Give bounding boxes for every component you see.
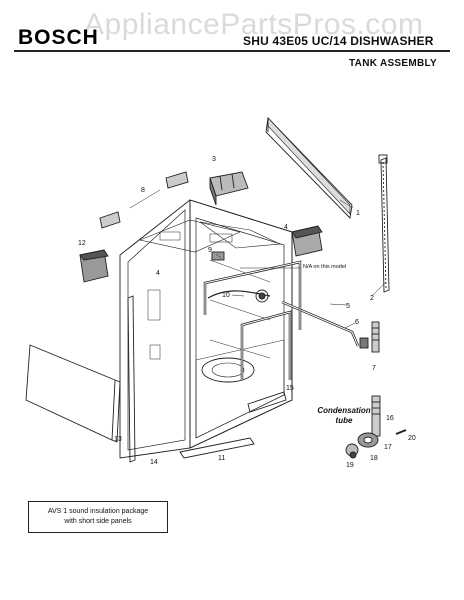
model-title: SHU 43E05 UC/14 DISHWASHER <box>243 34 434 48</box>
condensation-tube-label: Condensation tube <box>317 406 371 425</box>
callout-20: 20 <box>408 435 416 442</box>
callout-11: 11 <box>218 455 225 462</box>
callout-7: 7 <box>372 365 376 372</box>
part-9-clip <box>211 251 225 261</box>
brand-logo: BOSCH <box>18 26 99 49</box>
note-box: AVS 1 sound insulation package with shor… <box>28 501 168 533</box>
part-7-connector <box>371 321 380 353</box>
callout-10: 10 <box>222 292 230 299</box>
callout-12: 12 <box>78 240 86 247</box>
callout-19: 19 <box>346 462 354 469</box>
note-line-2: with short side panels <box>64 518 132 525</box>
part-16-tube <box>371 395 381 437</box>
callout-4-b: 4 <box>156 270 160 277</box>
part-11-rail <box>179 391 287 459</box>
callout-6: 6 <box>355 319 359 326</box>
callout-8: 8 <box>141 187 145 194</box>
callout-5: 5 <box>346 303 350 310</box>
part-14-strip <box>127 295 136 463</box>
callout-16: 16 <box>386 415 394 422</box>
part-5-rod <box>281 300 360 347</box>
part-4-bracket-right <box>291 225 323 257</box>
watermark: AppliancePartsPros.com <box>84 8 424 41</box>
part-10-hose <box>207 289 271 303</box>
part-1-side-panel <box>265 117 353 219</box>
part-20-screw <box>395 429 407 435</box>
tank-body <box>119 199 293 459</box>
callout-14: 14 <box>150 459 158 466</box>
part-15-door-seal <box>203 260 302 380</box>
callout-17: 17 <box>384 444 392 451</box>
na-label: N/A on this model <box>303 264 347 270</box>
part-6-fitting <box>359 337 369 349</box>
callout-numbers: 1 2 3 4 4 5 6 7 8 9 10 11 12 13 14 15 16… <box>78 156 416 469</box>
callout-9: 9 <box>208 247 212 254</box>
callout-2: 2 <box>370 295 374 302</box>
callout-13: 13 <box>114 436 122 443</box>
callout-1: 1 <box>356 210 360 217</box>
callout-3: 3 <box>212 156 216 163</box>
section-title: TANK ASSEMBLY <box>349 58 437 69</box>
note-line-1: AVS 1 sound insulation package <box>47 508 149 515</box>
leader-lines <box>215 199 387 329</box>
callout-4-a: 4 <box>284 224 288 231</box>
part-3-bracket <box>209 171 249 206</box>
callout-15: 15 <box>286 385 294 392</box>
part-19-washer <box>349 451 357 459</box>
part-8-brackets <box>99 171 189 229</box>
part-13-kick-panel <box>25 344 121 443</box>
callout-18: 18 <box>370 455 378 462</box>
part-12-block <box>79 249 109 283</box>
part-2-seal-strip <box>378 154 390 293</box>
header-rule <box>14 50 450 52</box>
